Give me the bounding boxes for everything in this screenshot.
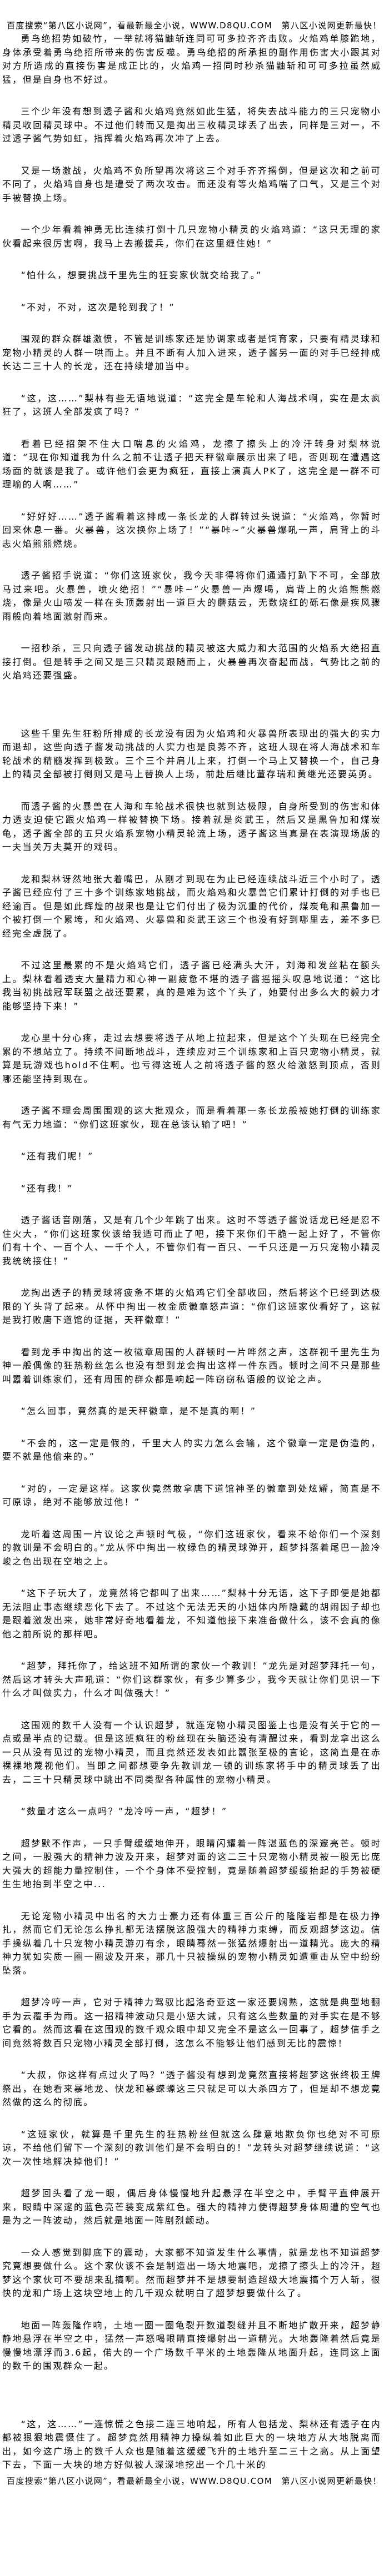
story-paragraph: 不过这里最累的不是火焰鸡它们，透子酱已经满头大汗，刘海和发丝粘在额头上。梨林看着…	[2, 960, 381, 1012]
story-paragraph: 围观的群众群雄激愤，不管是训练家还是协调家或者是饲育家，只要有精灵球和宠物小精灵…	[2, 334, 381, 371]
story-paragraph: “怕什么，想要挑战千里先生的狂妄家伙就交给我了。”	[21, 270, 262, 280]
story-paragraph: “数量才这么一点吗？”龙冷哼一声，“超梦！”	[21, 1806, 228, 1817]
story-paragraph: “这下子玩大了，龙竟然将它都叫了出来……”梨林十分无语，这下子即便是她都无法阻止…	[2, 1588, 381, 1639]
story-paragraph: 龙心里十分心疼，走过去想要将透子从地上拉起来，但是这个丫头现在已经完全累的不想站…	[2, 1033, 381, 1084]
story-paragraph: 三个少年没有想到透子酱和火焰鸡竟然如此生猛，将失去战斗能力的三只宠物小精灵收回精…	[2, 106, 381, 144]
story-paragraph: “大叔，你这样有点过火了吗？”透子酱没有想到龙竟然直接将超梦这张终极王牌祭出，在…	[2, 2070, 381, 2107]
story-paragraph: 一个少年看着神勇无比连续打倒十几只宠物小精灵的火焰鸡道：“这只无理的家伙看起来很…	[2, 224, 381, 249]
story-paragraph: 这些千里先生狂粉所排成的长龙没有因为火焰鸡和火暴兽所表现出的强大的实力而退却，这…	[2, 728, 381, 780]
chapter-body: 勇鸟绝招势如破竹，一举就将猫鼬斩连同可可多拉齐齐击败。火焰鸡单膝跪地，身体承受着…	[2, 32, 381, 2472]
story-paragraph: 而透子酱的火暴兽在人海和车轮战术很快也就到达极限，自身所受到的伤害和体力透支迫使…	[2, 801, 381, 853]
story-paragraph: 超梦冷哼一声，它对于精神力驾驭比起洛奇亚这一家还要娴熟，这就是典型地翻手为云覆手…	[2, 1997, 381, 2049]
story-paragraph: “不会的，这一定是假的，千里大人的实力怎么会输，这个徽章一定是伪造的，要不就是他…	[2, 1437, 381, 1462]
story-paragraph: “对的，一定是这样。这家伙竟然敢拿唐下道馆神圣的徽章到处炫耀，简直是不可原谅，绝…	[2, 1483, 381, 1508]
story-paragraph: 超梦默不作声，一只手臂缓缓地伸开，眼睛闪耀着一阵湛蓝色的深邃亮芒。顿时之间，一股…	[2, 1838, 381, 1890]
story-paragraph: “这班家伙，就算是千里先生的狂热粉丝但就这么肆意地欺负你也绝对不可原谅，不给他们…	[2, 2129, 381, 2167]
story-paragraph: 这围观的数千人没有一个认识超梦，就连宠物小精灵图鉴上也是没有关于它的一点或是半点…	[2, 1719, 381, 1785]
story-paragraph: 透子酱话音刚落，又是有几个少年跳了出来。这时不等透子酱说话龙已经是忍不住火大，“…	[2, 1215, 381, 1266]
story-paragraph: 看着已经招架不住大口喘息的火焰鸡，龙擦了擦头上的冷汗转身对梨林说道：“现在你知道…	[2, 438, 381, 490]
story-paragraph: “还有我们呢！”	[21, 1151, 94, 1161]
story-paragraph: 看到龙手中掏出的这一枚徽章周围的人群顿时一片哗然之声，这群视千里先生为神一般偶像…	[2, 1346, 381, 1385]
story-paragraph: 无论宠物小精灵中出名的大力士豪力还有体重三百公斤的隆隆岩都是在极力挣扎，然而它们…	[2, 1910, 381, 1976]
story-paragraph: 一招秒杀，三只向透子酱发动挑战的精灵被这大威力和大范围的火焰系大绝招直接打倒。但…	[2, 643, 381, 681]
story-paragraph: 龙听着这周围一片议论之声顿时气极，“你们这班家伙，看来不给你们一个深刻的教训是不…	[2, 1528, 381, 1567]
story-paragraph: 透子酱招手说道：“你们这班家伙，我今天非得将你们通通打趴下不可，全部放马过来吧。…	[2, 570, 381, 622]
site-banner-bottom: 百度搜索“第八区小说网”，看最新最全小说，WWW.D8QU.COM 第八区小说网…	[7, 2476, 382, 2486]
story-paragraph: “这，这……”一连惊慌之色接二连三地响起，所有人包括龙、梨林还有透子在内都被狠狠…	[2, 2418, 381, 2471]
story-paragraph: “好好好……”透子酱看着这排成一条长龙的人群转过头说道：“火焰鸡，你暂时回来休息…	[2, 511, 381, 549]
story-paragraph: 又是一场激战，火焰鸡不负所望再次将这三个对手齐齐撂倒，但是这次和之前可不同了，火…	[2, 165, 381, 203]
story-paragraph: 一众人感觉到脚底下的震动，大家都不知道发生什么事情，就是龙也不知道超梦究竟想要做…	[2, 2247, 381, 2299]
story-paragraph: 地面一阵轰隆作响，土地一圈一圈龟裂开数道裂缝并且不断地扩散开来，超梦静静地悬浮在…	[2, 2320, 381, 2372]
story-paragraph: 勇鸟绝招势如破竹，一举就将猫鼬斩连同可可多拉齐齐击败。火焰鸡单膝跪地，身体承受着…	[2, 33, 381, 85]
story-paragraph: 龙和梨林讶然地张大着嘴巴，从刚才到现在为止已经连续战斗近三个小时了，透子酱已经应…	[2, 873, 381, 939]
story-paragraph: “超梦，拜托你了，给这班不知所谓的家伙一个教训！”龙先是对超梦拜托一句，然后这才…	[2, 1661, 381, 1698]
story-paragraph: “怎么回事，竟然真的是天秤徽章，是不是真的啊！”	[21, 1406, 257, 1416]
story-paragraph: 超梦回头看了龙一眼，偶后身体慢慢地升起悬浮在半空之中，手臂平直伸展开来，眼睛中深…	[2, 2188, 381, 2226]
story-paragraph: “不对，不对，这次是轮到我了！”	[21, 301, 175, 313]
story-paragraph: “这，这……”梨林有些无语地说道：“这完全是车轮和人海战术啊，实在是太疯狂了，这…	[2, 393, 381, 417]
site-banner-top: 百度搜索“第八区小说网”，看最新最全小说，WWW.D8QU.COM 第八区小说网…	[7, 21, 382, 31]
story-paragraph: 龙掏出透子的精灵球将疲惫不堪的火焰鸡它们全部收回，然后将这个已经到达极限的丫头背…	[2, 1287, 381, 1325]
story-paragraph: “还有我！”	[21, 1183, 73, 1194]
chapter-page: 百度搜索“第八区小说网”，看最新最全小说，WWW.D8QU.COM 第八区小说网…	[2, 21, 382, 2486]
story-paragraph: 透子酱不理会周围围观的这大批观众，而是看着那一条长龙般被她打倒的训练家有气无力地…	[2, 1105, 381, 1130]
